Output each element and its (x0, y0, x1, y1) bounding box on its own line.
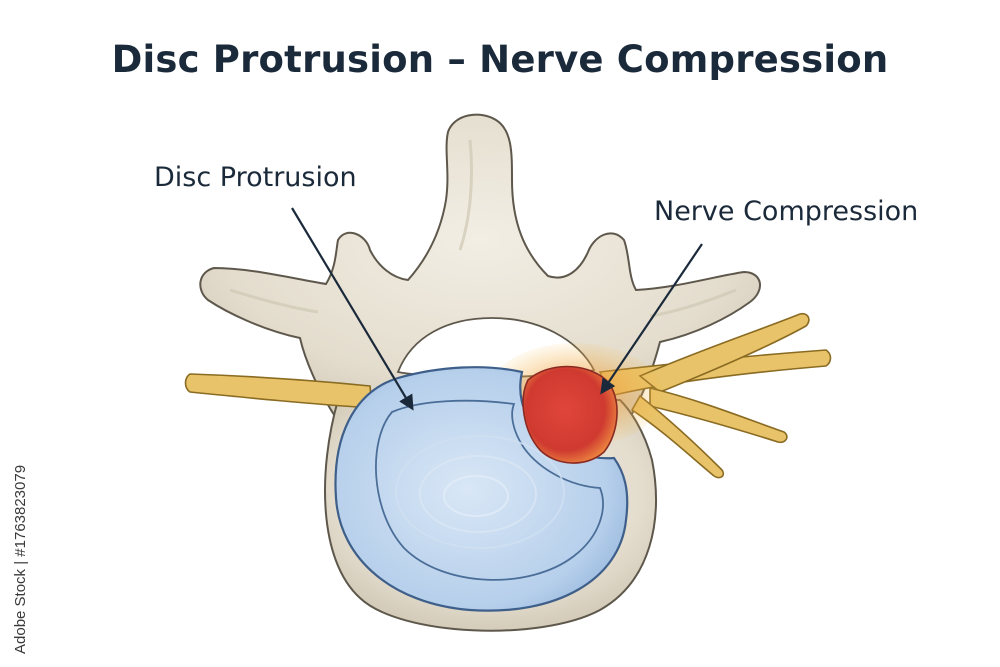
left-nerve-root (184, 373, 373, 409)
disc-protrusion-arrow (291, 207, 414, 411)
compressed-nerve (522, 365, 618, 464)
vertebral-arch (199, 113, 761, 428)
disc-protrusion-label: Disc Protrusion (154, 162, 357, 193)
nerve-compression-arrow (600, 243, 703, 395)
intervertebral-disc (334, 366, 629, 612)
nerve-compression-label: Nerve Compression (654, 196, 919, 227)
stock-watermark-text: Adobe Stock | #1763823079 (12, 464, 29, 654)
page-title: Disc Protrusion – Nerve Compression (111, 38, 889, 81)
